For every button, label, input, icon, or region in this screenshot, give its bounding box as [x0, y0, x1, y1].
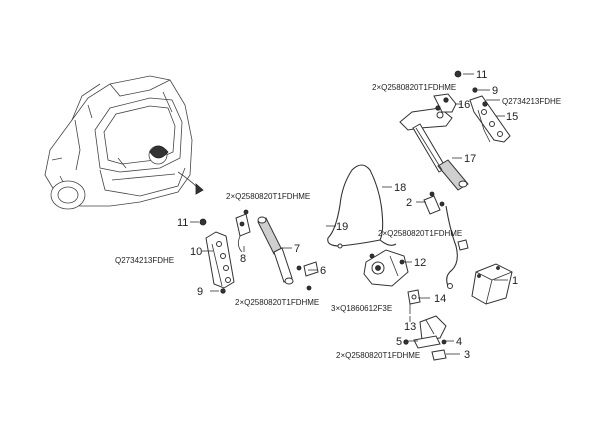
label-4: 4 — [456, 336, 462, 348]
label-9-right: 9 — [492, 85, 498, 97]
part-18-19-cable — [327, 164, 397, 249]
code-left-q2734: Q2734213FDHE — [115, 256, 174, 265]
label-8: 8 — [240, 253, 246, 265]
part-11-nut-left — [199, 218, 207, 226]
part-13-14-clip — [407, 289, 421, 314]
label-5: 5 — [396, 336, 402, 348]
label-9-left: 9 — [197, 286, 203, 298]
label-13: 13 — [404, 321, 416, 333]
part-10-hinge-bracket — [205, 231, 235, 289]
part-15-mount-bracket — [469, 95, 511, 143]
part-number-labels: 11 9 16 15 17 18 19 2 1 12 14 13 5 4 3 1… — [177, 69, 518, 361]
fastener-code-labels: 2×Q2580820T1FDHME Q2734213FDHE 2×Q258082… — [115, 83, 561, 360]
part-5-4-3-latch — [403, 315, 447, 361]
code-bottom: 2×Q2580820T1FDHME — [336, 351, 420, 360]
part-2-bracket — [423, 191, 445, 215]
label-12: 12 — [414, 257, 426, 269]
label-7: 7 — [294, 243, 300, 255]
code-3x: 3×Q1860612F3E — [331, 304, 392, 313]
label-11-left: 11 — [177, 217, 188, 229]
code-right-q2734: Q2734213FDHE — [502, 97, 561, 106]
label-10: 10 — [190, 246, 202, 258]
label-15: 15 — [506, 111, 518, 123]
code-mid-right: 2×Q2580820T1FDHME — [378, 229, 462, 238]
label-6: 6 — [320, 265, 326, 277]
code-left-bottom: 2×Q2580820T1FDHME — [235, 298, 319, 307]
label-11-right: 11 — [476, 69, 487, 81]
part-9-clip-right — [472, 87, 478, 93]
part-6-clip — [296, 261, 319, 291]
code-left-top: 2×Q2580820T1FDHME — [226, 192, 310, 201]
part-17-gas-strut — [412, 123, 469, 191]
leader-lines — [190, 73, 508, 355]
part-1-control-module — [471, 263, 513, 305]
part-8-bracket — [235, 209, 251, 253]
vehicle-rear-illustration — [44, 75, 204, 210]
label-19: 19 — [336, 221, 348, 233]
label-14: 14 — [434, 293, 446, 305]
label-2: 2 — [406, 197, 412, 209]
part-11-nut-right — [454, 70, 462, 78]
part-7-gas-strut — [257, 216, 294, 285]
label-16: 16 — [458, 99, 470, 111]
label-18: 18 — [394, 182, 406, 194]
code-top-right: 2×Q2580820T1FDHME — [372, 83, 456, 92]
label-1: 1 — [512, 275, 518, 287]
part-16-hinge-bracket — [399, 93, 457, 131]
harness-cable — [445, 205, 469, 289]
part-12-latch-motor — [363, 249, 409, 287]
label-3: 3 — [464, 349, 470, 361]
part-9-clip-left — [220, 288, 226, 294]
label-17: 17 — [464, 153, 476, 165]
